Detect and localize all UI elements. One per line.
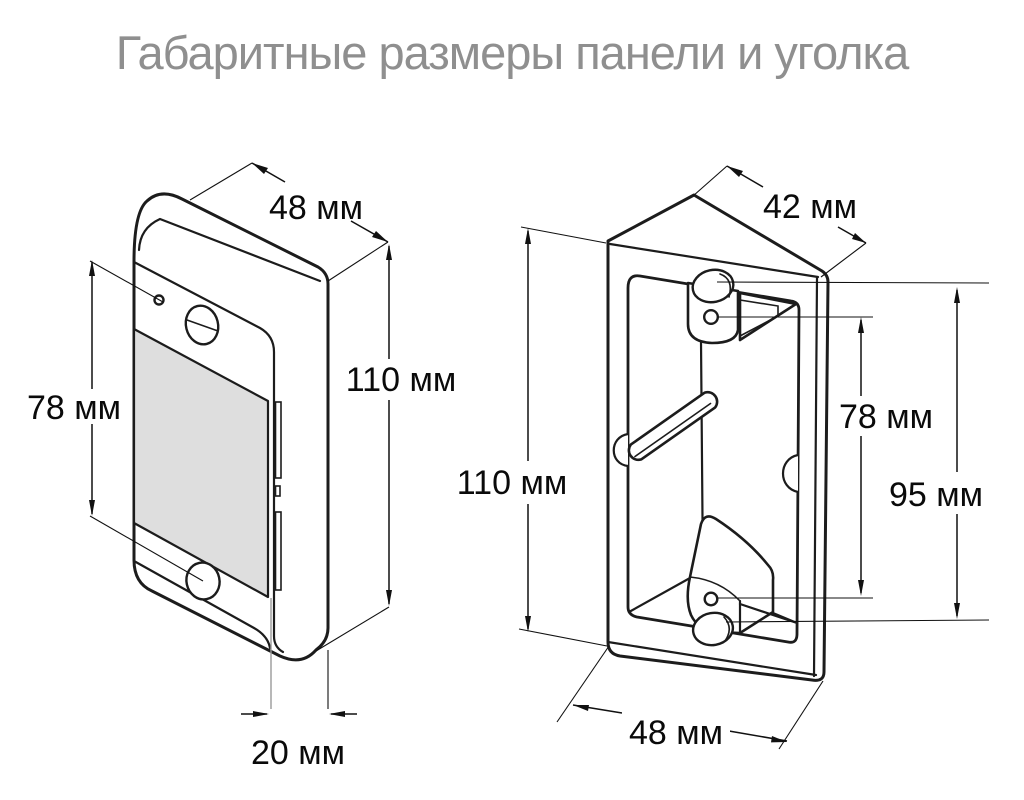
bracket-right-notch (782, 453, 800, 494)
panel-hole-spacing-dimension: 78 мм (20, 260, 204, 582)
panel-depth-dimension: 20 мм (241, 598, 357, 772)
bracket-hole-spacing-small-dimension: 78 мм (718, 316, 940, 599)
panel-top-face-edge (137, 217, 322, 283)
bracket-top-width-label: 42 мм (763, 188, 857, 226)
panel-depth-label: 20 мм (251, 734, 345, 772)
bracket-hole-spacing-large-label: 95 мм (889, 476, 983, 514)
panel-bottom-edge (132, 559, 272, 650)
bracket-bottom-small-hole (703, 591, 719, 607)
bracket-top-small-hole (703, 309, 720, 326)
panel-dimensions: 48 мм 110 мм 78 мм (20, 162, 461, 772)
bracket-hole-spacing-small-label: 78 мм (839, 398, 933, 436)
bracket-front-top-edge (608, 242, 820, 279)
bracket-right-inner-edge (812, 276, 819, 678)
bracket-hole-spacing-large-dimension: 95 мм (716, 281, 990, 623)
panel-width-dimension: 48 мм (189, 162, 389, 282)
bracket-dimensions: 42 мм 110 мм 78 мм (454, 165, 990, 752)
panel-height-dimension: 110 мм (315, 244, 461, 652)
panel-drawing (132, 192, 330, 662)
panel-front-edge (132, 260, 285, 654)
panel-side-slot (274, 401, 282, 591)
bracket-top-width-dimension: 42 мм (692, 165, 867, 278)
page-title: Габаритные размеры панели и уголка (115, 26, 910, 79)
bracket-height-dimension: 110 мм (454, 226, 608, 647)
bracket-bottom-width-dimension: 48 мм (556, 645, 824, 752)
bracket-bottom-left-gusset (627, 576, 692, 614)
panel-screen (132, 327, 270, 599)
panel-camera-lens (184, 304, 220, 346)
panel-width-label: 48 мм (269, 189, 363, 227)
bracket-top-boss (686, 268, 798, 345)
bracket-bottom-large-hole (691, 611, 735, 647)
bracket-opening-frame (626, 274, 801, 644)
panel-height-label: 110 мм (346, 361, 456, 399)
bracket-left-notch (612, 432, 630, 468)
bracket-front-bottom-edge (606, 640, 818, 677)
corner-bracket-drawing (606, 193, 830, 682)
bracket-diagonal-bar (627, 390, 719, 462)
bracket-bottom-width-label: 48 мм (629, 714, 723, 752)
bracket-height-label: 110 мм (457, 464, 567, 502)
bracket-bottom-boss (627, 515, 799, 647)
panel-hole-spacing-label: 78 мм (27, 389, 121, 427)
